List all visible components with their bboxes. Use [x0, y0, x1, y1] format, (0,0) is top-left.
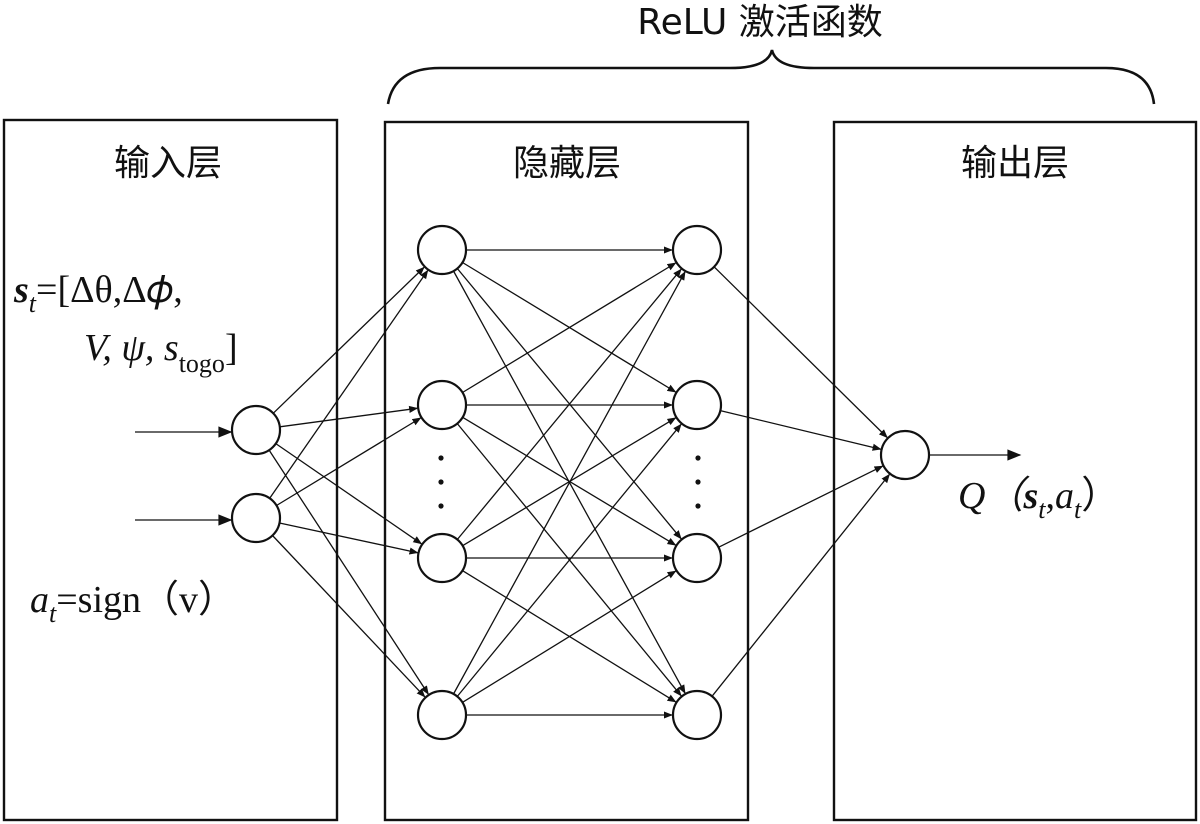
output-node — [879, 429, 931, 481]
hidden1-node-2 — [416, 379, 468, 431]
hidden1-hidden2-edge-4-3 — [462, 570, 677, 703]
output-q-label: Q（st,at） — [958, 475, 1119, 524]
input-layer-box — [2, 118, 339, 822]
hidden2-node-2 — [671, 379, 723, 431]
input-hidden1-edge-2-3 — [279, 522, 419, 555]
output-layer-box — [832, 120, 1198, 822]
input-node-state — [230, 404, 282, 456]
input-action-label: at=sign（v） — [30, 579, 236, 628]
input-state-line2: V, ψ, stogo] — [84, 327, 238, 378]
hidden1-hidden2-edge-3-2 — [462, 417, 677, 547]
activation-label: ReLU 激活函数 — [637, 2, 883, 43]
hidden1-hidden2-edge-4-2 — [456, 423, 682, 697]
input-hidden1-edge-1-1 — [272, 266, 425, 414]
hidden2-output-edge-3-1 — [718, 465, 884, 548]
hidden1-hidden2-edge-2-1 — [462, 262, 677, 394]
hidden1-node-1 — [416, 224, 468, 276]
hidden1-node-4 — [416, 689, 468, 741]
hidden2-output-edge-1-1 — [713, 266, 888, 439]
connection-edges — [268, 246, 890, 719]
hidden1-hidden2-edge-4-1 — [452, 271, 686, 695]
input-node-action — [230, 492, 282, 544]
hidden-layer-box — [383, 120, 750, 822]
input-hidden1-edge-2-2 — [276, 417, 422, 507]
hidden-layer-title: 隐藏层 — [513, 143, 621, 184]
input-hidden1-edge-1-3 — [275, 443, 423, 545]
input-state-line1: st=[Δθ,Δ𝜙, — [13, 269, 183, 318]
input-hidden1-edge-2-4 — [272, 535, 426, 698]
hidden2-node-4 — [671, 689, 723, 741]
input-hidden1-edge-1-2 — [279, 405, 419, 428]
hidden2-output-edge-4-1 — [711, 473, 890, 697]
hidden1-hidden2-edge-3-1 — [456, 268, 682, 540]
activation-brace — [386, 49, 1156, 105]
input-layer-title: 输入层 — [114, 143, 222, 184]
hidden1-ellipsis — [438, 455, 444, 509]
hidden2-node-1 — [671, 224, 723, 276]
output-layer-title: 输出层 — [961, 143, 1069, 184]
hidden2-output-edge-2-1 — [720, 409, 882, 451]
hidden2-ellipsis — [695, 455, 701, 509]
hidden1-node-3 — [416, 532, 468, 584]
input-hidden1-edge-2-1 — [269, 269, 429, 499]
input-hidden1-edge-1-4 — [268, 449, 429, 695]
hidden2-node-3 — [671, 532, 723, 584]
